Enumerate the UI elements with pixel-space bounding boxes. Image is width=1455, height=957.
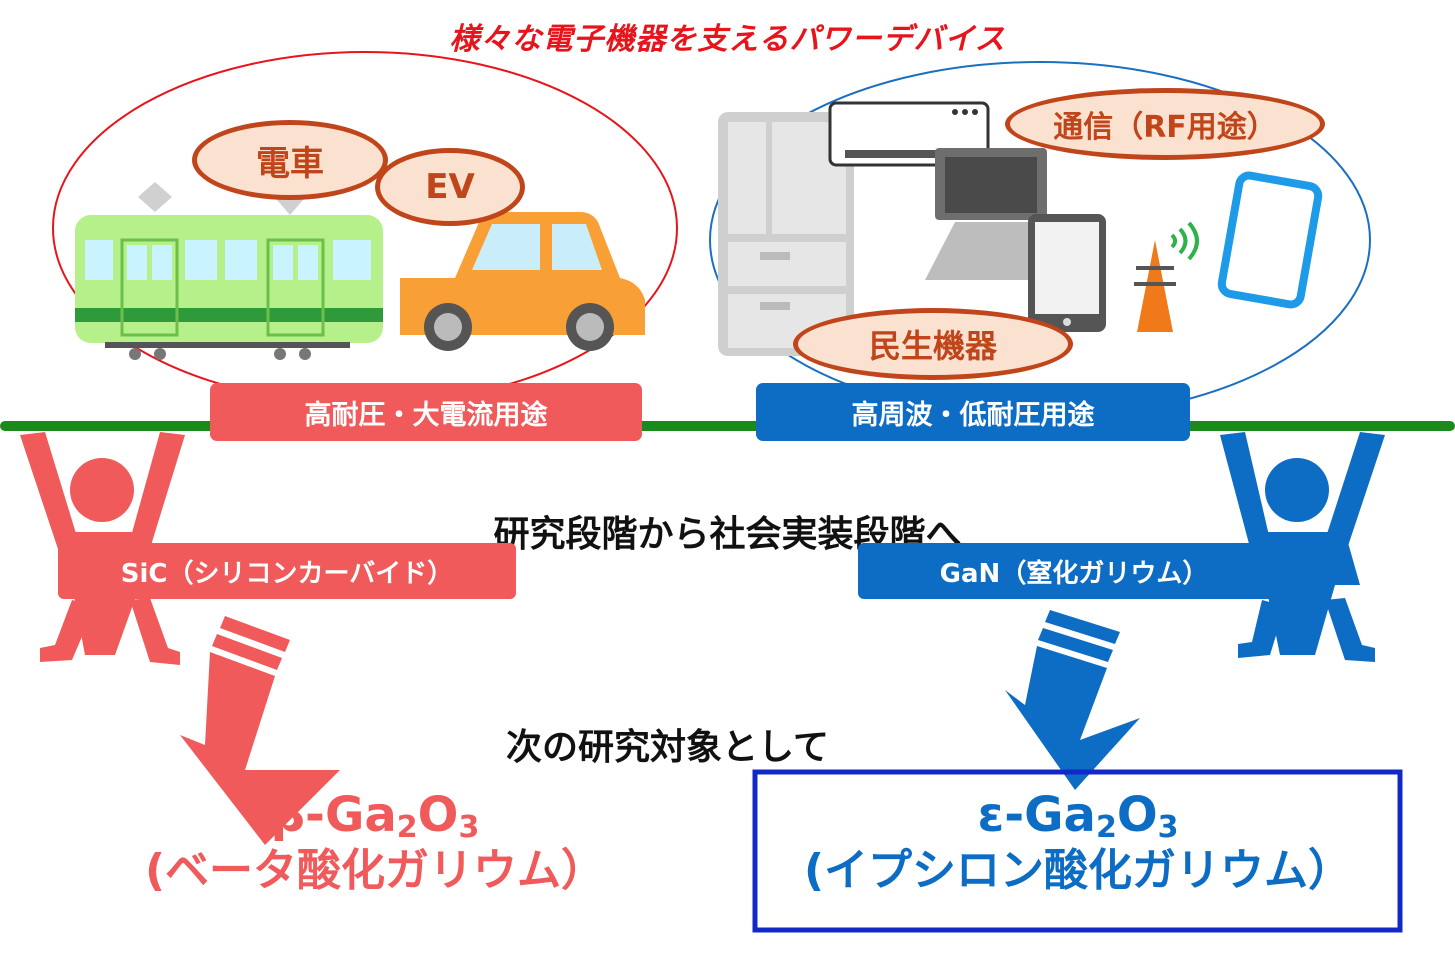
result-right: ε-Ga2O3 (イプシロン酸化ガリウム） — [758, 787, 1398, 896]
smartphone-icon — [1028, 214, 1106, 332]
result-left: β-Ga2O3 (ベータ酸化ガリウム） — [60, 787, 690, 896]
material-right-box: GaN（窒化ガリウム） — [858, 543, 1290, 599]
result-left-name: (ベータ酸化ガリウム） — [144, 844, 606, 896]
category-left-box: 高耐圧・大電流用途 — [210, 383, 642, 441]
ev-label-oval: EV — [375, 148, 525, 226]
page-title: 様々な電子機器を支えるパワーデバイス — [449, 22, 1006, 57]
train-label-oval: 電車 — [192, 120, 388, 200]
material-right-label: GaN（窒化ガリウム） — [939, 558, 1209, 589]
consumer-label: 民生機器 — [868, 327, 997, 365]
ev-label: EV — [425, 167, 475, 207]
category-right-box: 高周波・低耐圧用途 — [756, 383, 1190, 441]
result-right-formula: ε-Ga2O3 — [977, 787, 1179, 845]
train-label: 電車 — [256, 143, 324, 184]
result-left-formula: β-Ga2O3 — [270, 787, 480, 845]
rf-label-oval: 通信（RF用途） — [1005, 88, 1325, 160]
consumer-label-oval: 民生機器 — [793, 308, 1073, 380]
train-icon — [75, 182, 383, 360]
category-left-label: 高耐圧・大電流用途 — [304, 399, 548, 431]
result-right-name: (イプシロン酸化ガリウム） — [803, 844, 1353, 896]
material-left-box: SiC（シリコンカーバイド） — [58, 543, 516, 599]
next-research-text: 次の研究対象として — [506, 727, 829, 768]
antenna-icon — [1134, 221, 1199, 332]
5g-phone-icon — [1217, 171, 1323, 309]
right-down-arrow — [1005, 610, 1140, 790]
material-left-label: SiC（シリコンカーバイド） — [120, 558, 454, 589]
rf-label: 通信（RF用途） — [1053, 110, 1277, 145]
car-icon — [400, 212, 645, 351]
right-figure-icon — [1220, 432, 1385, 662]
right-result-frame — [752, 769, 1403, 933]
category-right-label: 高周波・低耐圧用途 — [851, 399, 1095, 431]
left-down-arrow — [180, 616, 340, 845]
